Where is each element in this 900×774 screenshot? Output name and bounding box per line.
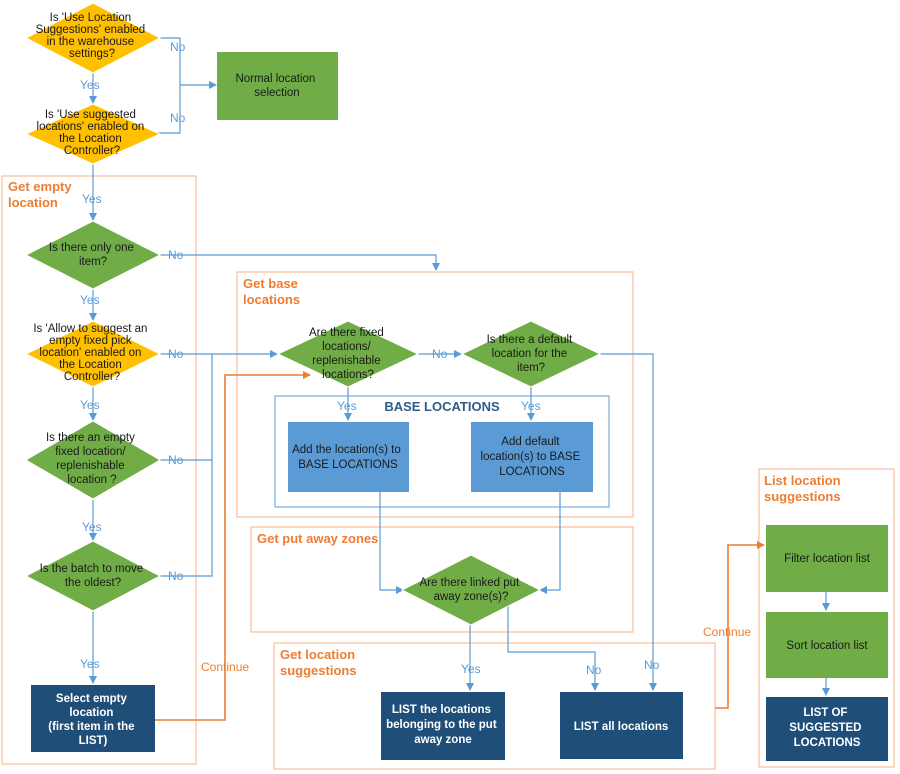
decision-empty-fixed-location [25, 420, 161, 500]
label-yes-d5: Yes [82, 520, 102, 534]
process-list-suggested-locations-text: LIST OF SUGGESTED LOCATIONS [789, 707, 864, 749]
process-select-empty-location [31, 685, 155, 752]
label-yes-d1: Yes [80, 78, 100, 92]
label-no-d9: No [586, 663, 602, 677]
decision-use-suggested-locations [24, 103, 162, 165]
decision-fixed-replenishable [276, 320, 420, 388]
group-get-put-away-zones [250, 526, 634, 633]
decision-only-one-item [24, 220, 162, 290]
label-yes-d8: Yes [521, 399, 541, 413]
decision-default-location-text: Is there a default location for the item… [487, 334, 576, 374]
decision-use-suggested-locations-text: Is 'Use suggested locations' enabled on … [37, 109, 148, 157]
process-normal-location-selection-text: Normal location selection [235, 73, 318, 99]
group-get-empty-location [1, 175, 197, 765]
process-add-default-base-text: Add default location(s) to BASE LOCATION… [481, 436, 584, 478]
group-title-get-base-locations: Get base locations [243, 276, 302, 307]
decision-use-location-suggestions [24, 2, 162, 74]
group-get-base-locations [236, 271, 634, 518]
process-select-empty-location-text: Select empty location (first item in the… [48, 693, 137, 747]
label-no-d3: No [168, 248, 184, 262]
group-title-base-locations: BASE LOCATIONS [384, 399, 500, 414]
decision-use-location-suggestions-text: Is 'Use Location Suggestions' enabled in… [36, 12, 149, 60]
decision-fixed-replenishable-text: Are there fixed locations/ replenishable… [309, 327, 387, 381]
process-list-all-locations-text: LIST all locations [574, 721, 669, 733]
process-filter-location-list-text: Filter location list [784, 553, 870, 565]
decision-allow-suggest-empty-fixed-text: Is 'Allow to suggest an empty fixed pick… [33, 323, 150, 383]
group-get-location-suggestions [273, 642, 716, 770]
process-list-suggested-locations [766, 697, 888, 761]
process-add-locations-base [288, 422, 409, 492]
decision-only-one-item-text: Is there only one item? [49, 242, 137, 268]
label-yes-d2: Yes [82, 192, 102, 206]
label-no-d6: No [168, 569, 184, 583]
decision-linked-put-away [400, 554, 542, 626]
process-list-put-away-zone-text: LIST the locations belonging to the put … [386, 704, 500, 746]
label-no-d7: No [432, 347, 448, 361]
group-title-get-put-away-zones: Get put away zones [257, 531, 378, 546]
group-title-get-empty-location: Get empty location [8, 179, 75, 210]
process-normal-location-selection [217, 52, 338, 120]
label-no-d1: No [170, 40, 186, 54]
label-no-d5: No [168, 453, 184, 467]
label-no-d8: No [644, 658, 660, 672]
process-list-all-locations [560, 692, 683, 759]
label-no-d2: No [170, 111, 186, 125]
process-filter-location-list [766, 525, 888, 592]
label-no-d4: No [168, 347, 184, 361]
label-yes-d6: Yes [80, 657, 100, 671]
decision-batch-oldest-text: Is the batch to move the oldest? [40, 563, 147, 589]
decision-empty-fixed-location-text: Is there an empty fixed location/ replen… [46, 432, 138, 486]
process-add-default-base [471, 422, 593, 492]
process-list-put-away-zone [381, 692, 505, 760]
group-base-locations [274, 395, 610, 508]
label-yes-d3: Yes [80, 293, 100, 307]
label-continue-select: Continue [201, 660, 249, 674]
label-yes-d7: Yes [337, 399, 357, 413]
group-list-location-suggestions [758, 468, 895, 768]
decision-batch-oldest [24, 540, 162, 612]
group-title-list-location-suggestions: List location suggestions [764, 473, 844, 504]
decision-default-location [460, 320, 602, 388]
process-sort-location-list-text: Sort location list [786, 640, 868, 652]
label-continue-list: Continue [703, 625, 751, 639]
label-yes-d4: Yes [80, 398, 100, 412]
decision-allow-suggest-empty-fixed [24, 320, 162, 388]
decision-linked-put-away-text: Are there linked put away zone(s)? [420, 577, 523, 603]
label-yes-d9: Yes [461, 662, 481, 676]
process-sort-location-list [766, 612, 888, 678]
process-add-locations-base-text: Add the location(s) to BASE LOCATIONS [292, 444, 404, 471]
group-title-get-location-suggestions: Get location suggestions [280, 647, 359, 678]
